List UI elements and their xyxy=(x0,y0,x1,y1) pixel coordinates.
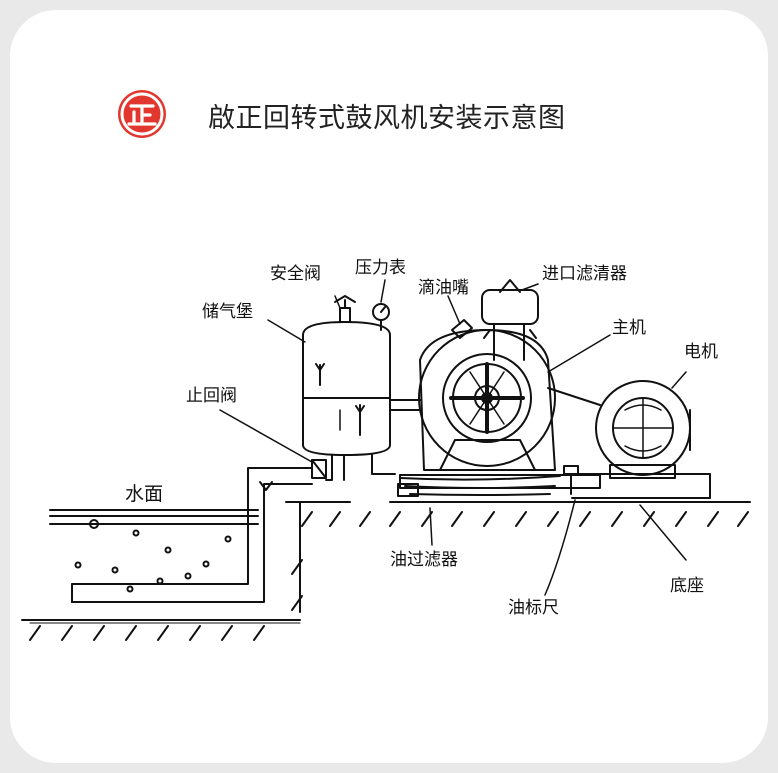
pressure-gauge xyxy=(372,303,390,331)
check-valve xyxy=(311,459,327,479)
motor xyxy=(547,380,691,479)
water-pool xyxy=(29,509,301,624)
label-oil-filter: 油过滤器 xyxy=(390,550,458,570)
oil-nozzle xyxy=(451,319,473,339)
discharge-pipe xyxy=(71,467,313,603)
air-tank xyxy=(302,321,421,481)
label-base: 底座 xyxy=(670,576,704,596)
label-motor: 电机 xyxy=(684,342,718,362)
inlet-filter xyxy=(481,279,539,361)
oil-dipstick xyxy=(563,465,579,495)
ground-line xyxy=(21,501,751,641)
label-safety-valve: 安全阀 xyxy=(270,264,321,284)
label-main-unit: 主机 xyxy=(612,318,646,338)
label-oil-dipstick: 油标尺 xyxy=(508,598,559,618)
oil-reservoir xyxy=(397,475,561,497)
page-title: 啟正回转式鼓风机安装示意图 xyxy=(208,103,566,134)
label-pressure-gauge: 压力表 xyxy=(355,258,406,278)
label-check-valve: 止回阀 xyxy=(186,386,237,406)
label-oil-nozzle: 滴油嘴 xyxy=(418,278,469,298)
leader-lines xyxy=(219,279,687,596)
label-air-tank: 储气堡 xyxy=(202,302,253,322)
zheng-logo-icon xyxy=(118,90,166,138)
label-water-surface: 水面 xyxy=(125,483,164,505)
base xyxy=(571,473,711,499)
safety-valve xyxy=(334,295,356,323)
label-inlet-filter: 进口滤清器 xyxy=(542,264,627,284)
blower-main-unit xyxy=(399,329,601,489)
